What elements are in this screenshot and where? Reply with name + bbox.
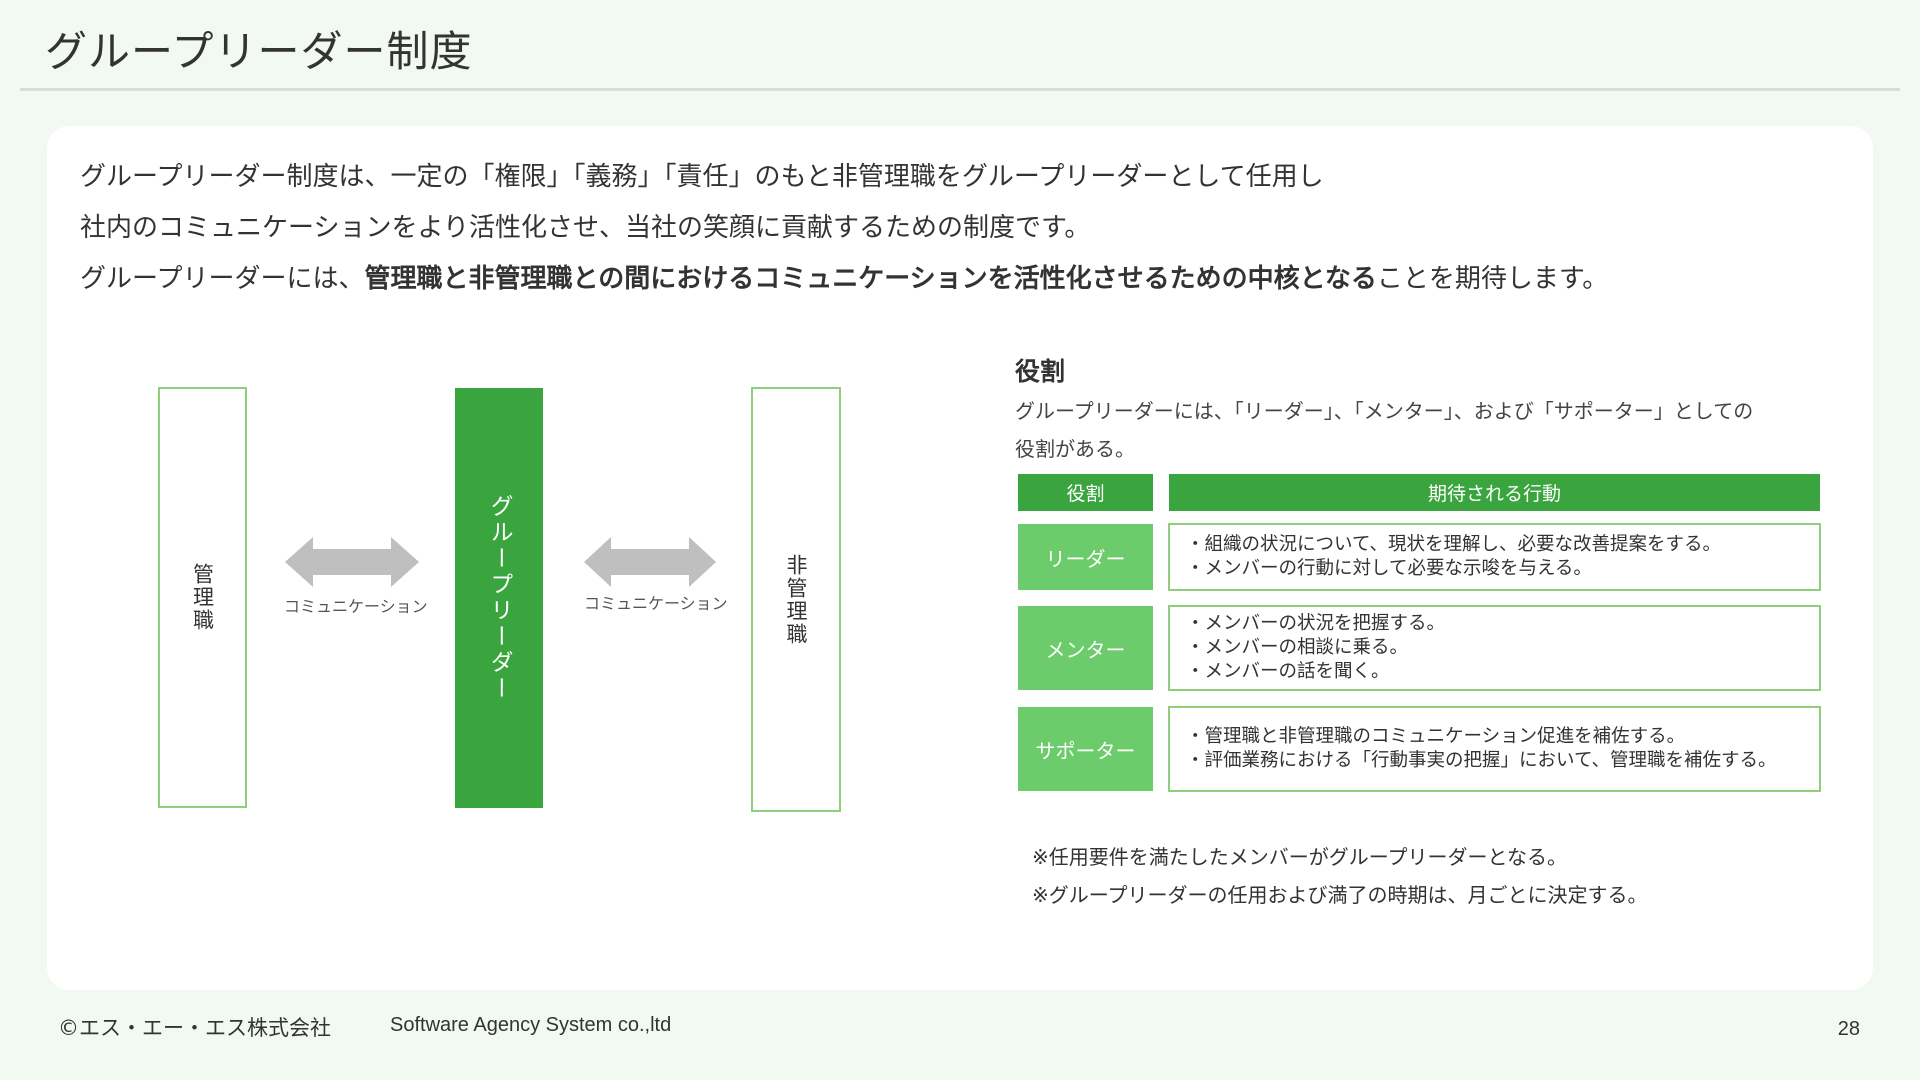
- left-double-arrow-icon: [285, 537, 419, 587]
- note-1: ※任用要件を満たしたメンバーがグループリーダーとなる。: [1032, 845, 1567, 869]
- role-cell-mentor: メンター: [1018, 606, 1153, 690]
- intro-text: グループリーダー制度は、一定の「権限」「義務」「責任」のもと非管理職をグループリ…: [80, 152, 1608, 305]
- table-header-action: 期待される行動: [1169, 474, 1820, 511]
- action-cell-leader: ・組織の状況について、現状を理解し、必要な改善提案をする。 ・メンバーの行動に対…: [1168, 523, 1821, 591]
- action-item: ・メンバーの相談に乗る。: [1186, 637, 1409, 658]
- left-arrow-label: コミュニケーション: [284, 597, 428, 616]
- intro-line-3: グループリーダーには、管理職と非管理職との間におけるコミュニケーションを活性化さ…: [80, 254, 1608, 305]
- group-leader-box: グループリーダー: [455, 388, 543, 808]
- non-manager-box-label: 非管理職: [784, 553, 808, 646]
- intro-line-3-emphasis: 管理職と非管理職との間におけるコミュニケーションを活性化させるための中核となる: [364, 264, 1377, 294]
- title-divider: [20, 88, 1900, 91]
- intro-line-3-prefix: グループリーダーには、: [80, 264, 365, 294]
- action-item: ・評価業務における「行動事実の把握」において、管理職を補佐する。: [1186, 750, 1777, 771]
- roles-heading: 役割: [1015, 357, 1066, 386]
- table-header-role: 役割: [1018, 474, 1153, 511]
- footer-company: Software Agency System co.,ltd: [390, 1014, 672, 1036]
- action-cell-mentor: ・メンバーの状況を把握する。 ・メンバーの相談に乗る。 ・メンバーの話を聞く。: [1168, 605, 1821, 691]
- manager-box-label: 管理職: [190, 563, 215, 632]
- action-item: ・メンバーの行動に対して必要な示唆を与える。: [1186, 558, 1592, 579]
- intro-line-2: 社内のコミュニケーションをより活性化させ、当社の笑顔に貢献するための制度です。: [80, 213, 1091, 243]
- action-cell-supporter: ・管理職と非管理職のコミュニケーション促進を補佐する。 ・評価業務における「行動…: [1168, 706, 1821, 792]
- action-item: ・組織の状況について、現状を理解し、必要な改善提案をする。: [1186, 534, 1722, 555]
- action-item: ・管理職と非管理職のコミュニケーション促進を補佐する。: [1186, 726, 1686, 747]
- roles-description: グループリーダーには、「リーダー」、「メンター」、および「サポーター」としての …: [1015, 392, 1855, 468]
- footer-copyright: ©エス・エー・エス株式会社: [58, 1016, 331, 1040]
- roles-description-line-1: グループリーダーには、「リーダー」、「メンター」、および「サポーター」としての: [1015, 399, 1754, 423]
- non-manager-box: 非管理職: [751, 387, 841, 812]
- manager-box: 管理職: [158, 387, 247, 808]
- action-item: ・メンバーの話を聞く。: [1186, 661, 1390, 682]
- role-cell-leader: リーダー: [1018, 524, 1153, 590]
- page-title: グループリーダー制度: [45, 27, 473, 76]
- note-2: ※グループリーダーの任用および満了の時期は、月ごとに決定する。: [1032, 883, 1648, 907]
- right-arrow-label: コミュニケーション: [584, 594, 728, 613]
- intro-line-1: グループリーダー制度は、一定の「権限」「義務」「責任」のもと非管理職をグループリ…: [80, 162, 1324, 192]
- intro-line-3-suffix: ことを期待します。: [1376, 264, 1609, 294]
- notes: ※任用要件を満たしたメンバーがグループリーダーとなる。 ※グループリーダーの任用…: [1032, 838, 1648, 914]
- right-double-arrow-icon: [584, 537, 716, 587]
- page-number: 28: [1837, 1018, 1860, 1040]
- role-cell-supporter: サポーター: [1018, 707, 1153, 791]
- group-leader-box-label: グループリーダー: [486, 494, 512, 702]
- roles-description-line-2: 役割がある。: [1015, 437, 1135, 461]
- action-item: ・メンバーの状況を把握する。: [1186, 613, 1446, 634]
